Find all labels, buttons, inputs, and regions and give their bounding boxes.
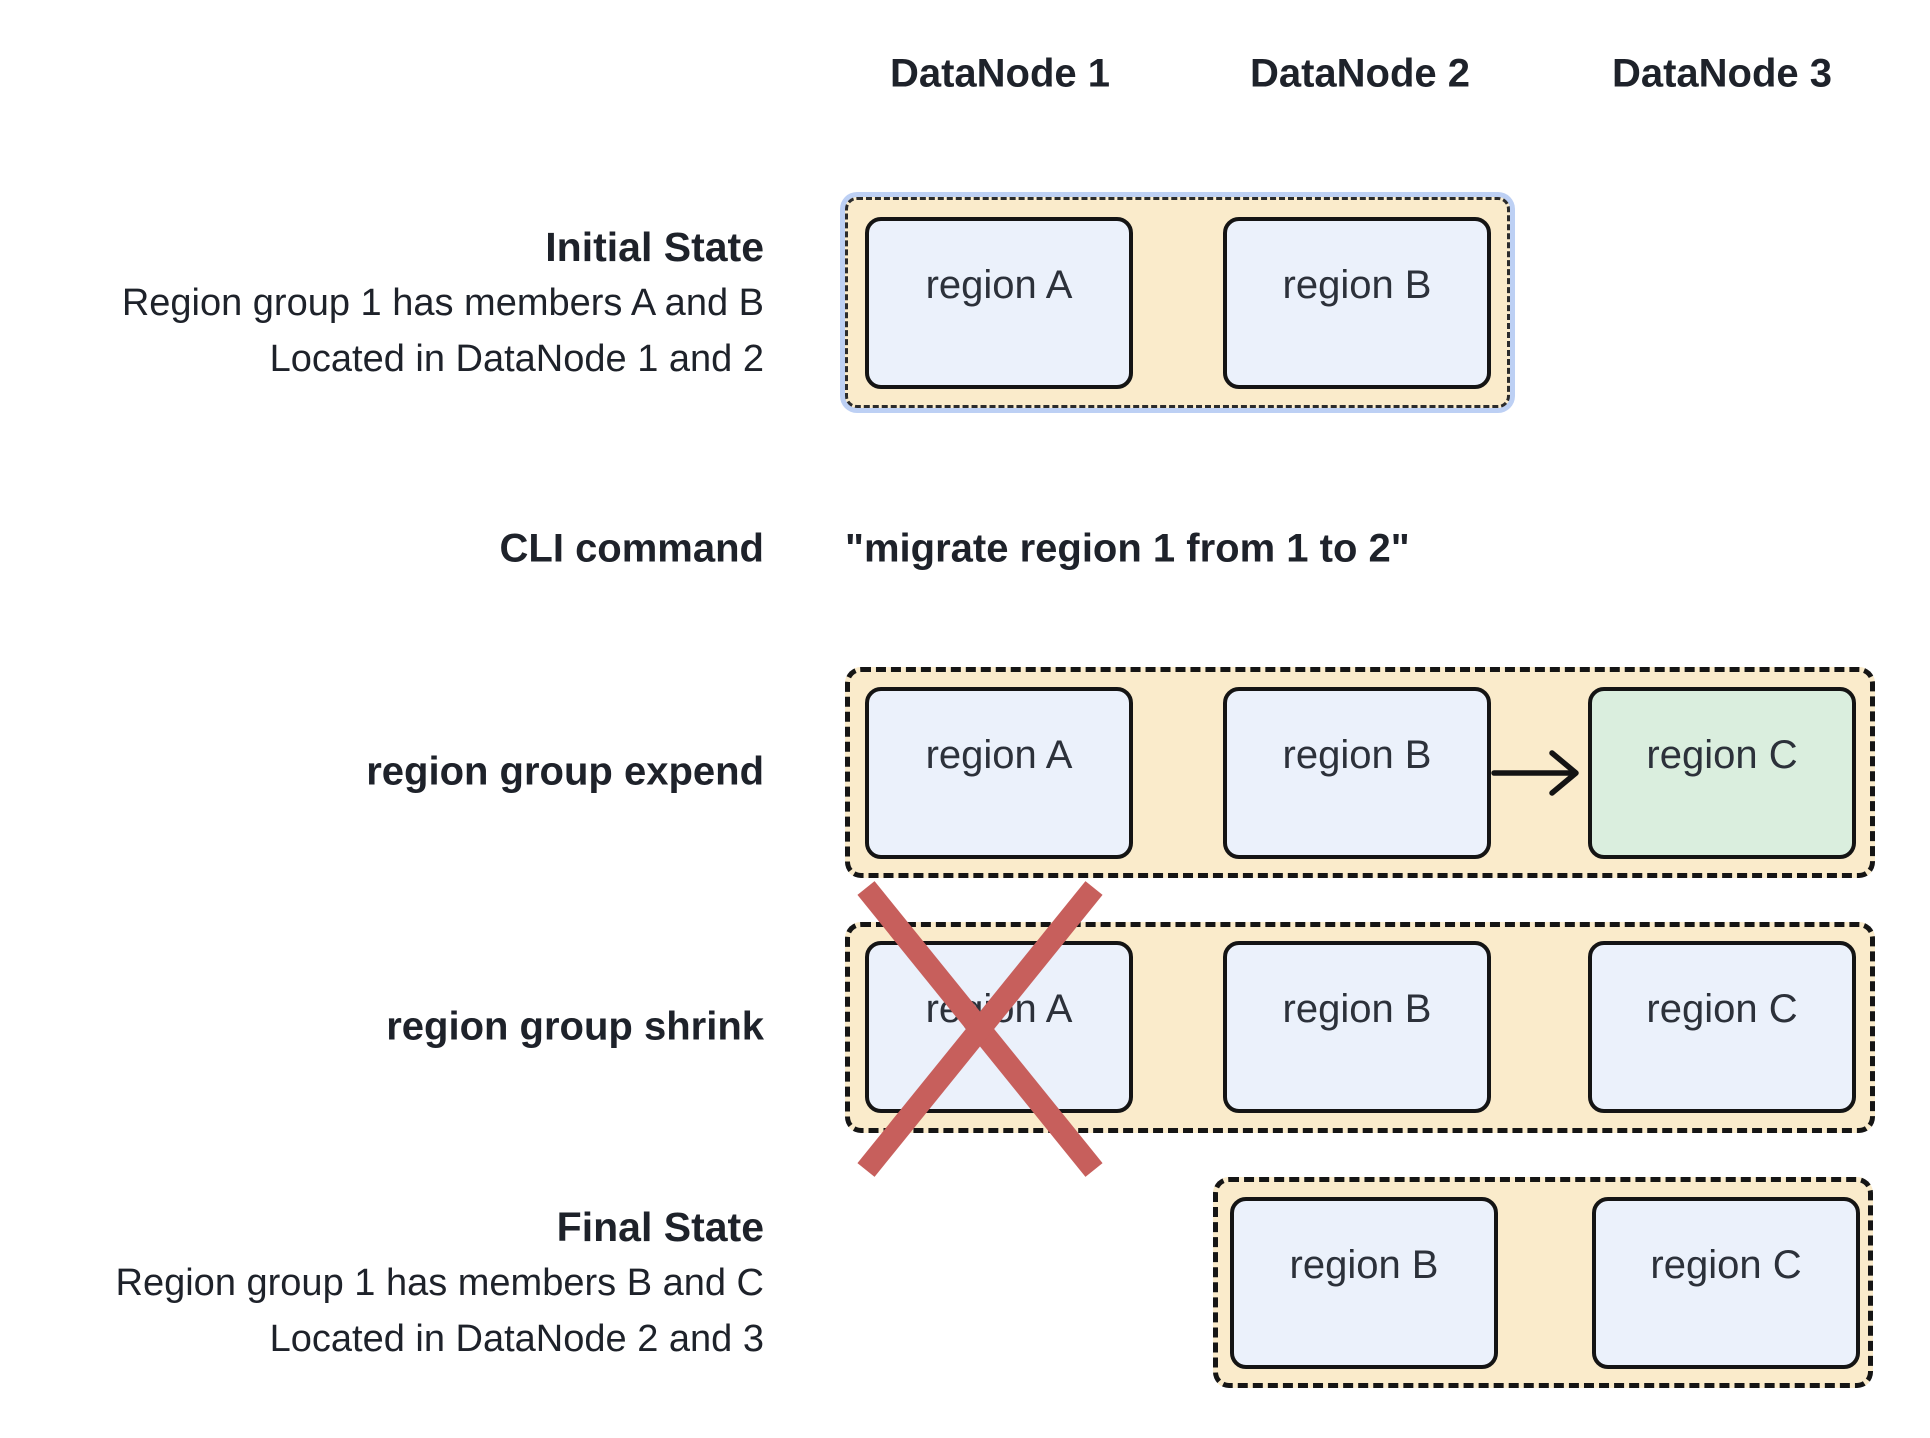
column-header-datanode-1: DataNode 1 (889, 51, 1111, 96)
final-state-desc-2: Located in DataNode 2 and 3 (269, 1318, 764, 1360)
removed-region-cross-icon (857, 881, 1103, 1177)
final-state-desc-1: Region group 1 has members B and C (115, 1262, 764, 1304)
initial-state-title: Initial State (545, 224, 764, 270)
expend-region-a-box: region A (865, 687, 1133, 859)
expend-region-b-box: region B (1223, 687, 1491, 859)
shrink-region-b-box: region B (1223, 941, 1491, 1113)
final-state-label-block: Final State Region group 1 has members B… (116, 1199, 764, 1367)
initial-region-a-box: region A (865, 217, 1133, 389)
migration-arrow-icon (1491, 750, 1579, 796)
final-state-title: Final State (556, 1204, 764, 1250)
final-region-b-box: region B (1230, 1197, 1498, 1369)
initial-region-b-box: region B (1223, 217, 1491, 389)
initial-state-desc-2: Located in DataNode 1 and 2 (269, 338, 764, 380)
expend-region-c-box: region C (1588, 687, 1856, 859)
shrink-region-c-box: region C (1588, 941, 1856, 1113)
expend-row-label: region group expend (366, 749, 764, 794)
cli-command-label: CLI command (499, 526, 764, 571)
column-header-datanode-3: DataNode 3 (1611, 51, 1833, 96)
shrink-row-label: region group shrink (386, 1004, 764, 1049)
cli-command-text: "migrate region 1 from 1 to 2" (845, 526, 1410, 571)
final-region-c-box: region C (1592, 1197, 1860, 1369)
shrink-region-a-box: region A (865, 941, 1133, 1113)
column-header-datanode-2: DataNode 2 (1249, 51, 1471, 96)
initial-state-desc-1: Region group 1 has members A and B (121, 282, 764, 324)
initial-state-label-block: Initial State Region group 1 has members… (122, 219, 764, 387)
